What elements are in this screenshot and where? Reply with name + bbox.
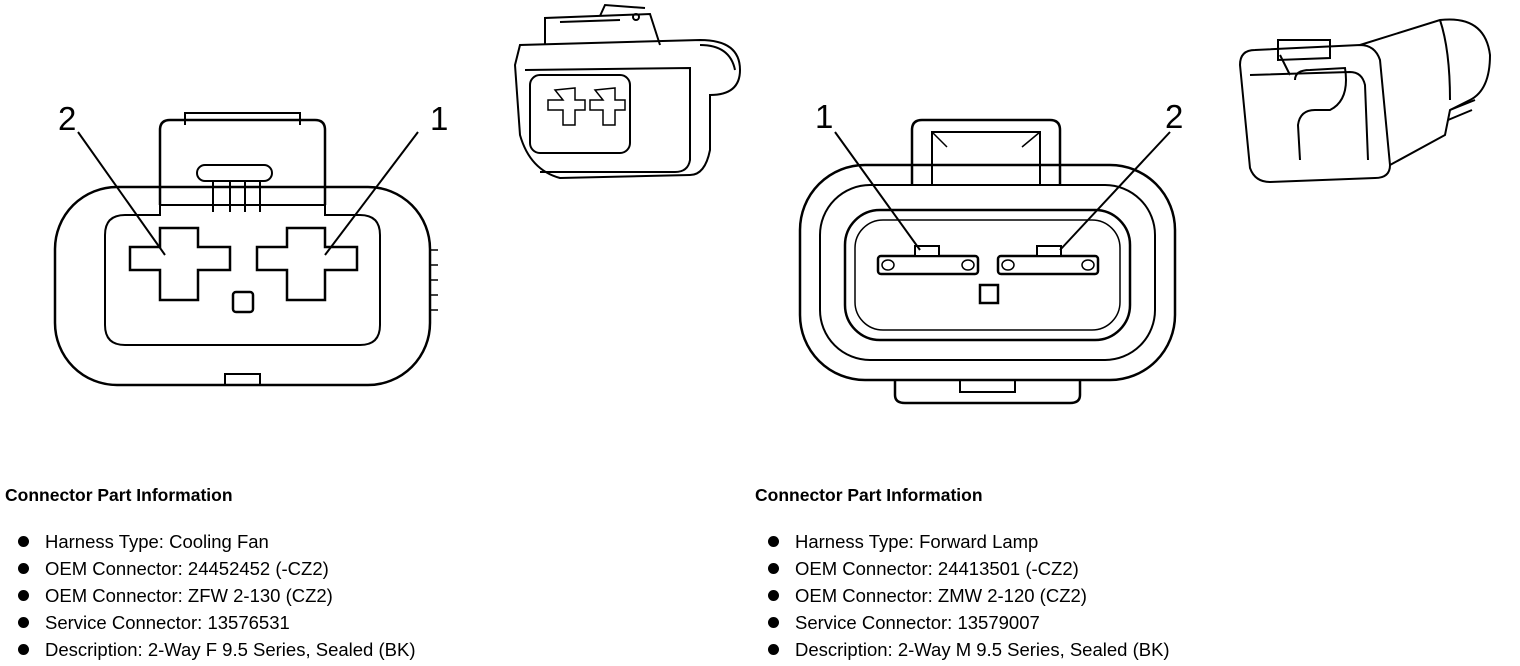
bullet-icon xyxy=(768,644,779,655)
oem-connector: OEM Connector: 24452452 (-CZ2) xyxy=(45,558,329,579)
list-item: Service Connector: 13576531 xyxy=(5,609,705,636)
bullet-icon xyxy=(18,644,29,655)
list-item: Harness Type: Forward Lamp xyxy=(755,528,1455,555)
pin-label-1: 1 xyxy=(815,98,833,135)
list-item: Service Connector: 13579007 xyxy=(755,609,1455,636)
polarization-key xyxy=(978,283,1000,305)
info-list: Harness Type: Cooling Fan OEM Connector:… xyxy=(5,528,705,663)
connector-outer-shell xyxy=(53,185,432,387)
bullet-icon xyxy=(768,590,779,601)
bullet-icon xyxy=(768,536,779,547)
connector-panel-cooling-fan: 2 1 Connector Part Information Harness T… xyxy=(0,0,750,666)
list-item: OEM Connector: 24413501 (-CZ2) xyxy=(755,555,1455,582)
terminal-blade-1 xyxy=(876,254,980,276)
connector-panel-forward-lamp: 1 2 Connector Part Information Harness T… xyxy=(750,0,1500,666)
connector-inner-cavity xyxy=(104,204,381,346)
info-list: Harness Type: Forward Lamp OEM Connector… xyxy=(755,528,1455,663)
info-title: Connector Part Information xyxy=(755,485,983,505)
latch-tab xyxy=(910,118,1062,185)
bullet-icon xyxy=(768,563,779,574)
pin-label-2: 2 xyxy=(58,100,76,137)
polarization-key xyxy=(231,290,255,314)
harness-type: Harness Type: Forward Lamp xyxy=(795,531,1039,552)
description: Description: 2-Way M 9.5 Series, Sealed … xyxy=(795,639,1170,660)
bullet-icon xyxy=(768,617,779,628)
oem-connector-cz2: OEM Connector: ZFW 2-130 (CZ2) xyxy=(45,585,333,606)
oem-connector-cz2: OEM Connector: ZMW 2-120 (CZ2) xyxy=(795,585,1087,606)
latch-tab xyxy=(158,118,327,205)
info-title: Connector Part Information xyxy=(5,485,233,505)
bullet-icon xyxy=(18,590,29,601)
description: Description: 2-Way F 9.5 Series, Sealed … xyxy=(45,639,416,660)
service-connector: Service Connector: 13576531 xyxy=(45,612,290,633)
terminal-cavity-1 xyxy=(255,226,359,302)
list-item: OEM Connector: 24452452 (-CZ2) xyxy=(5,555,705,582)
bullet-icon xyxy=(18,563,29,574)
harness-type: Harness Type: Cooling Fan xyxy=(45,531,269,552)
terminal-blade-2 xyxy=(996,254,1100,276)
list-item: Description: 2-Way F 9.5 Series, Sealed … xyxy=(5,636,705,663)
service-connector: Service Connector: 13579007 xyxy=(795,612,1040,633)
pin-label-2: 2 xyxy=(1165,98,1183,135)
list-item: Description: 2-Way M 9.5 Series, Sealed … xyxy=(755,636,1455,663)
list-item: Harness Type: Cooling Fan xyxy=(5,528,705,555)
oem-connector: OEM Connector: 24413501 (-CZ2) xyxy=(795,558,1079,579)
list-item: OEM Connector: ZMW 2-120 (CZ2) xyxy=(755,582,1455,609)
bullet-icon xyxy=(18,536,29,547)
connector-face-diagram-female: 2 1 xyxy=(53,3,742,387)
terminal-cavity-2 xyxy=(128,226,232,302)
bullet-icon xyxy=(18,617,29,628)
connector-info-section: Connector Part Information Harness Type:… xyxy=(755,484,1170,660)
connector-info-section: Connector Part Information Harness Type:… xyxy=(5,484,415,660)
list-item: OEM Connector: ZFW 2-130 (CZ2) xyxy=(5,582,705,609)
connector-3d-view-male xyxy=(1238,18,1492,184)
connector-inner-cavity xyxy=(843,208,1132,342)
connector-face-diagram-male: 1 2 xyxy=(798,18,1492,405)
pin-label-1: 1 xyxy=(430,100,448,137)
connector-3d-view-female xyxy=(513,3,742,180)
connector-outer-shell xyxy=(798,163,1177,382)
